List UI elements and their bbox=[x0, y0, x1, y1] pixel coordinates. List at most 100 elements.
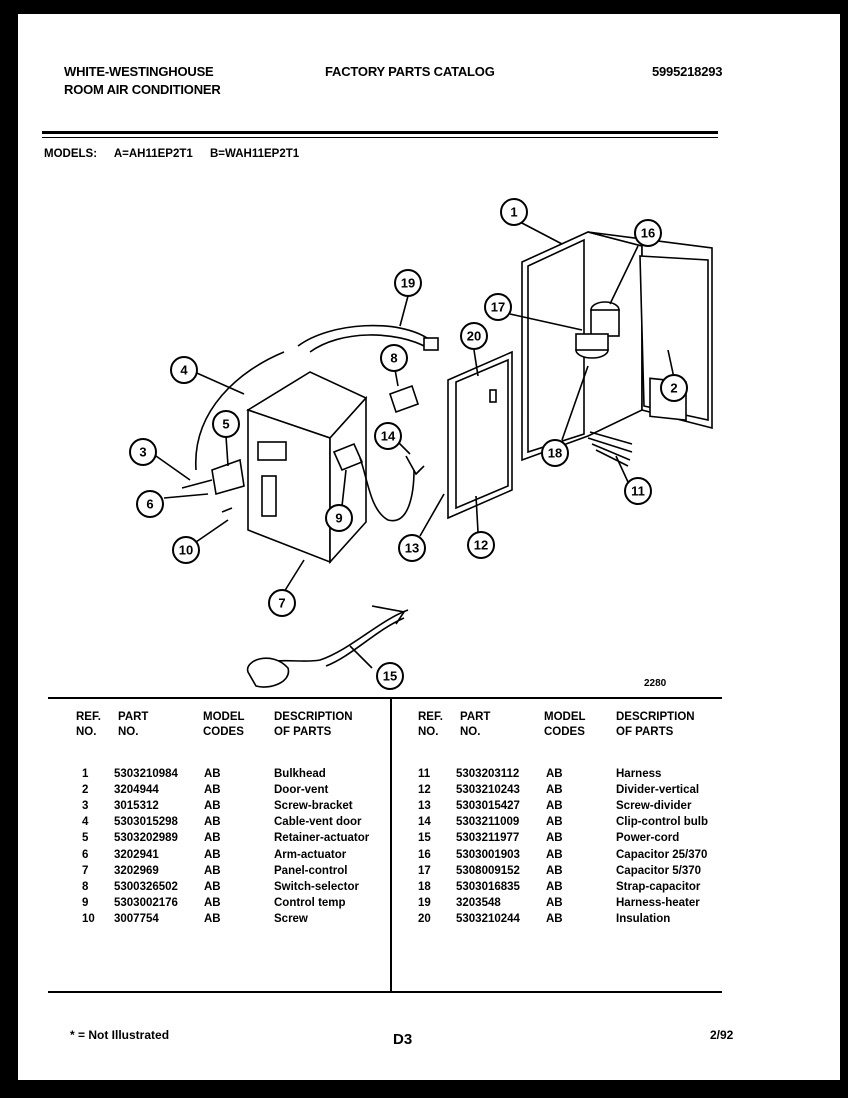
catalog-number: 5995218293 bbox=[652, 64, 723, 79]
model-codes-cell: AB bbox=[546, 832, 563, 845]
part-number-cell: 5303202989 bbox=[114, 832, 178, 845]
ref-cell: 9 bbox=[82, 896, 89, 909]
description-cell: Insulation bbox=[616, 912, 671, 925]
header-rule-thick bbox=[42, 131, 718, 134]
description-cell: Door-vent bbox=[274, 784, 329, 797]
part-number-cell: 5303211009 bbox=[456, 816, 520, 829]
ref-cell: 8 bbox=[82, 880, 89, 893]
catalog-date: 2/92 bbox=[710, 1028, 734, 1042]
description-cell: Divider-vertical bbox=[616, 784, 700, 797]
header-ref-right: REF.NO. bbox=[418, 711, 443, 738]
insulation-divider-parts bbox=[447, 350, 513, 520]
description-cell: Retainer-actuator bbox=[274, 832, 370, 845]
harness-part bbox=[587, 431, 633, 467]
model-codes-cell: AB bbox=[204, 864, 221, 877]
description-cell: Cable-vent door bbox=[274, 816, 362, 829]
description-cell: Clip-control bulb bbox=[616, 816, 708, 829]
ref-cell: 15 bbox=[418, 832, 431, 845]
ref-cell: 4 bbox=[82, 816, 89, 829]
model-b: B=WAH11EP2T1 bbox=[209, 148, 300, 160]
description-cell: Switch-selector bbox=[274, 880, 359, 893]
description-cell: Arm-actuator bbox=[274, 848, 347, 861]
power-cord-part bbox=[246, 605, 409, 688]
part-number-cell: 5303016835 bbox=[456, 880, 520, 893]
model-codes-cell: AB bbox=[546, 880, 563, 893]
part-number-cell: 3015312 bbox=[114, 800, 159, 813]
parts-table bbox=[48, 697, 722, 993]
description-cell: Strap-capacitor bbox=[616, 880, 701, 893]
model-codes-cell: AB bbox=[204, 848, 221, 861]
svg-text:19: 19 bbox=[401, 276, 415, 291]
description-cell: Screw-divider bbox=[616, 800, 692, 813]
heater-harness-part bbox=[297, 324, 439, 353]
part-number-cell: 3007754 bbox=[114, 912, 159, 925]
description-cell: Capacitor 25/370 bbox=[616, 848, 708, 861]
ref-cell: 12 bbox=[418, 784, 431, 797]
model-a: A=AH11EP2T1 bbox=[113, 148, 193, 160]
model-codes-cell: AB bbox=[204, 912, 221, 925]
ref-cell: 1 bbox=[82, 768, 89, 780]
part-number-cell: 5303211977 bbox=[456, 832, 520, 845]
part-number-cell: 5300326502 bbox=[114, 880, 178, 893]
part-number-cell: 5303210984 bbox=[114, 768, 178, 780]
svg-text:4: 4 bbox=[180, 363, 188, 378]
svg-text:14: 14 bbox=[381, 429, 396, 444]
svg-text:12: 12 bbox=[474, 538, 488, 553]
callout-3: 3 bbox=[129, 438, 157, 466]
svg-text:17: 17 bbox=[491, 300, 505, 315]
ref-cell: 19 bbox=[418, 896, 431, 909]
description-cell: Screw bbox=[274, 912, 308, 925]
models-line: MODELS: A=AH11EP2T1 B=WAH11EP2T1 bbox=[44, 148, 313, 160]
ref-cell: 11 bbox=[418, 768, 431, 780]
ref-cell: 2 bbox=[82, 784, 89, 797]
callout-19: 19 bbox=[394, 269, 422, 297]
figure-code: 2280 bbox=[644, 678, 667, 689]
callout-15: 15 bbox=[376, 662, 404, 690]
brand-line-2: ROOM AIR CONDITIONER bbox=[64, 82, 221, 97]
not-illustrated-note: * = Not Illustrated bbox=[70, 1028, 170, 1042]
model-codes-cell: AB bbox=[204, 768, 221, 780]
callout-18: 18 bbox=[541, 439, 569, 467]
callout-10: 10 bbox=[172, 536, 200, 564]
callout-7: 7 bbox=[268, 589, 296, 617]
svg-text:7: 7 bbox=[278, 596, 285, 611]
ref-cell: 16 bbox=[418, 848, 431, 861]
description-cell: Harness bbox=[616, 768, 662, 780]
model-codes-cell: AB bbox=[204, 880, 221, 893]
model-codes-cell: AB bbox=[546, 912, 563, 925]
part-number-cell: 3202941 bbox=[114, 848, 159, 861]
model-codes-cell: AB bbox=[546, 896, 563, 909]
callout-12: 12 bbox=[467, 531, 495, 559]
svg-text:13: 13 bbox=[405, 541, 419, 556]
svg-text:11: 11 bbox=[631, 484, 645, 499]
svg-text:9: 9 bbox=[335, 511, 342, 526]
table-top-rule bbox=[48, 697, 722, 699]
svg-text:15: 15 bbox=[383, 669, 397, 684]
control-panel-part bbox=[246, 371, 368, 565]
model-codes-cell: AB bbox=[546, 800, 563, 813]
part-number-cell: 3202969 bbox=[114, 864, 159, 877]
part-number-cell: 5303001903 bbox=[456, 848, 520, 861]
callout-20: 20 bbox=[460, 322, 488, 350]
part-number-cell: 5303002176 bbox=[114, 896, 178, 909]
ref-cell: 10 bbox=[82, 912, 95, 925]
svg-text:8: 8 bbox=[390, 351, 397, 366]
header-ref-left: REF.NO. bbox=[76, 711, 101, 738]
svg-text:6: 6 bbox=[146, 497, 153, 512]
ref-cell: 20 bbox=[418, 912, 431, 925]
description-cell: Control temp bbox=[274, 896, 346, 909]
callout-9: 9 bbox=[325, 504, 353, 532]
ref-cell: 3 bbox=[82, 800, 89, 813]
callout-6: 6 bbox=[136, 490, 164, 518]
callout-5: 5 bbox=[212, 410, 240, 438]
model-codes-cell: AB bbox=[204, 800, 221, 813]
model-codes-cell: AB bbox=[546, 864, 563, 877]
model-codes-cell: AB bbox=[204, 832, 221, 845]
svg-text:1: 1 bbox=[510, 205, 517, 220]
ref-cell: 13 bbox=[418, 800, 431, 813]
svg-text:18: 18 bbox=[548, 446, 562, 461]
